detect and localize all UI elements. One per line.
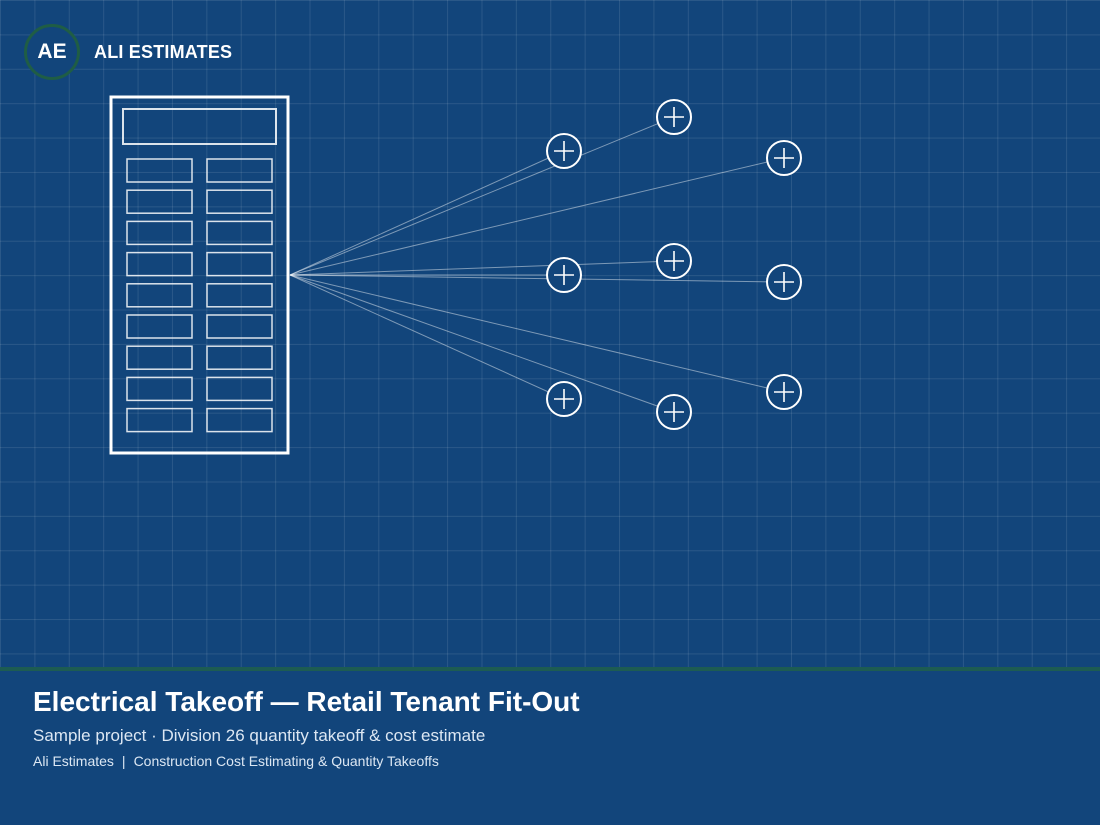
company-tagline: Construction Cost Estimating & Quantity … (133, 753, 439, 769)
circuit-wire (289, 274, 675, 413)
panel-breaker (206, 251, 273, 277)
credit-separator: | (121, 753, 126, 769)
circuit-wire (289, 274, 785, 283)
outlet-icon (656, 394, 692, 430)
panel-breaker (126, 158, 193, 183)
panel-breaker (206, 376, 273, 402)
circuit-wire (289, 150, 565, 276)
brand-name: ALI ESTIMATES (94, 41, 233, 62)
panel-breaker (206, 158, 273, 183)
panel-breaker (206, 345, 273, 370)
panel-breaker (206, 407, 273, 433)
panel-breaker (206, 220, 273, 246)
outlet-icon (766, 374, 802, 410)
footer: Electrical Takeoff — Retail Tenant Fit-O… (0, 671, 1100, 825)
panel-breaker (126, 283, 193, 308)
circuit-wire (289, 116, 675, 276)
circuit-wires (289, 116, 785, 413)
page-subtitle: Sample project · Division 26 quantity ta… (33, 726, 486, 745)
panel-breaker (206, 283, 273, 308)
panel-breaker (126, 314, 193, 339)
panel-breaker (126, 376, 193, 402)
blueprint-canvas (0, 0, 1100, 667)
outlet-icon (656, 243, 692, 279)
outlet-icon (546, 381, 582, 417)
outlet-icon (766, 140, 802, 176)
panel-outline (109, 95, 290, 455)
panel-label-box (122, 108, 277, 145)
outlet-icon (766, 264, 802, 300)
circuit-wire (289, 274, 785, 393)
circuit-wire (289, 157, 785, 276)
panel-breaker (126, 220, 193, 246)
company-name: Ali Estimates (33, 753, 114, 769)
footer-divider (0, 667, 1100, 671)
footer-credit: Ali Estimates | Construction Cost Estimati… (33, 753, 439, 769)
electrical-diagram (109, 95, 802, 455)
panel-breaker (206, 314, 273, 339)
panel-breaker (126, 345, 193, 370)
panel-breaker (126, 189, 193, 214)
panel-breaker (126, 251, 193, 277)
circuit-wire (289, 260, 675, 276)
electrical-panel (109, 95, 290, 455)
outlet-icon (656, 99, 692, 135)
panel-breaker (126, 407, 193, 433)
outlet-icon (546, 133, 582, 169)
panel-breaker (206, 189, 273, 214)
circuit-wire (289, 274, 565, 400)
logo-badge: AE (24, 24, 80, 80)
brand-logo[interactable]: AE ALI ESTIMATES (24, 24, 232, 80)
page-title: Electrical Takeoff — Retail Tenant Fit-O… (33, 686, 580, 717)
outlet-symbols (546, 99, 802, 430)
outlet-icon (546, 257, 582, 293)
